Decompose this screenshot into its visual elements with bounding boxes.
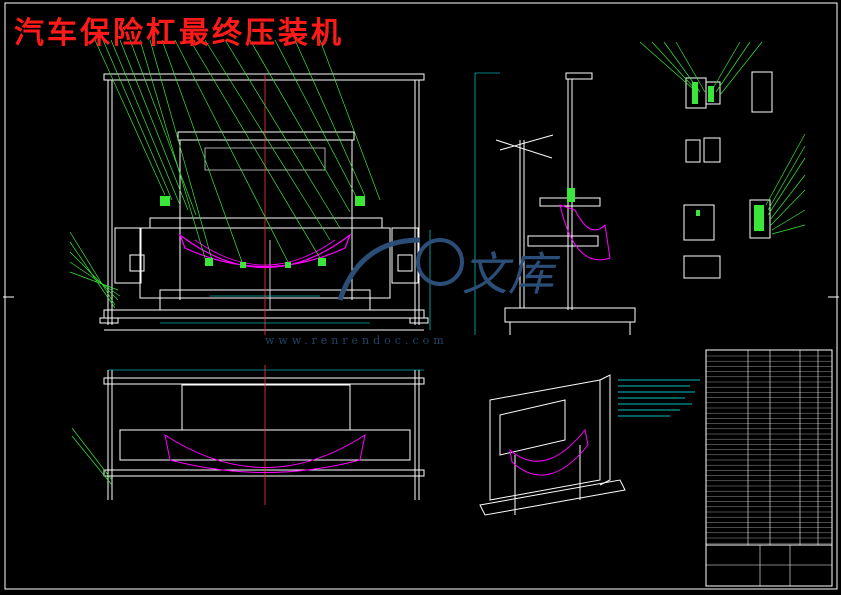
bill-of-materials — [705, 349, 833, 587]
bom-rows — [706, 355, 832, 544]
inner-frame — [177, 131, 355, 141]
notes-text-lines — [618, 379, 700, 417]
bumper-part-iso — [509, 428, 589, 476]
watermark-url: www.renrendoc.com — [265, 334, 448, 347]
leader-lines-front — [69, 39, 381, 309]
leader-lines-detail — [639, 41, 806, 235]
main-frame — [103, 73, 425, 81]
drawing-title: 汽车保险杠最终压装机 — [14, 16, 344, 51]
sheet-border — [4, 2, 838, 590]
bumper-part-front — [178, 233, 352, 268]
bumper-part-plan — [164, 433, 366, 473]
watermark-logo-text: 文库 — [462, 247, 561, 301]
detail-views — [683, 71, 773, 279]
press-pads — [160, 196, 365, 268]
bumper-part-side — [559, 204, 611, 261]
